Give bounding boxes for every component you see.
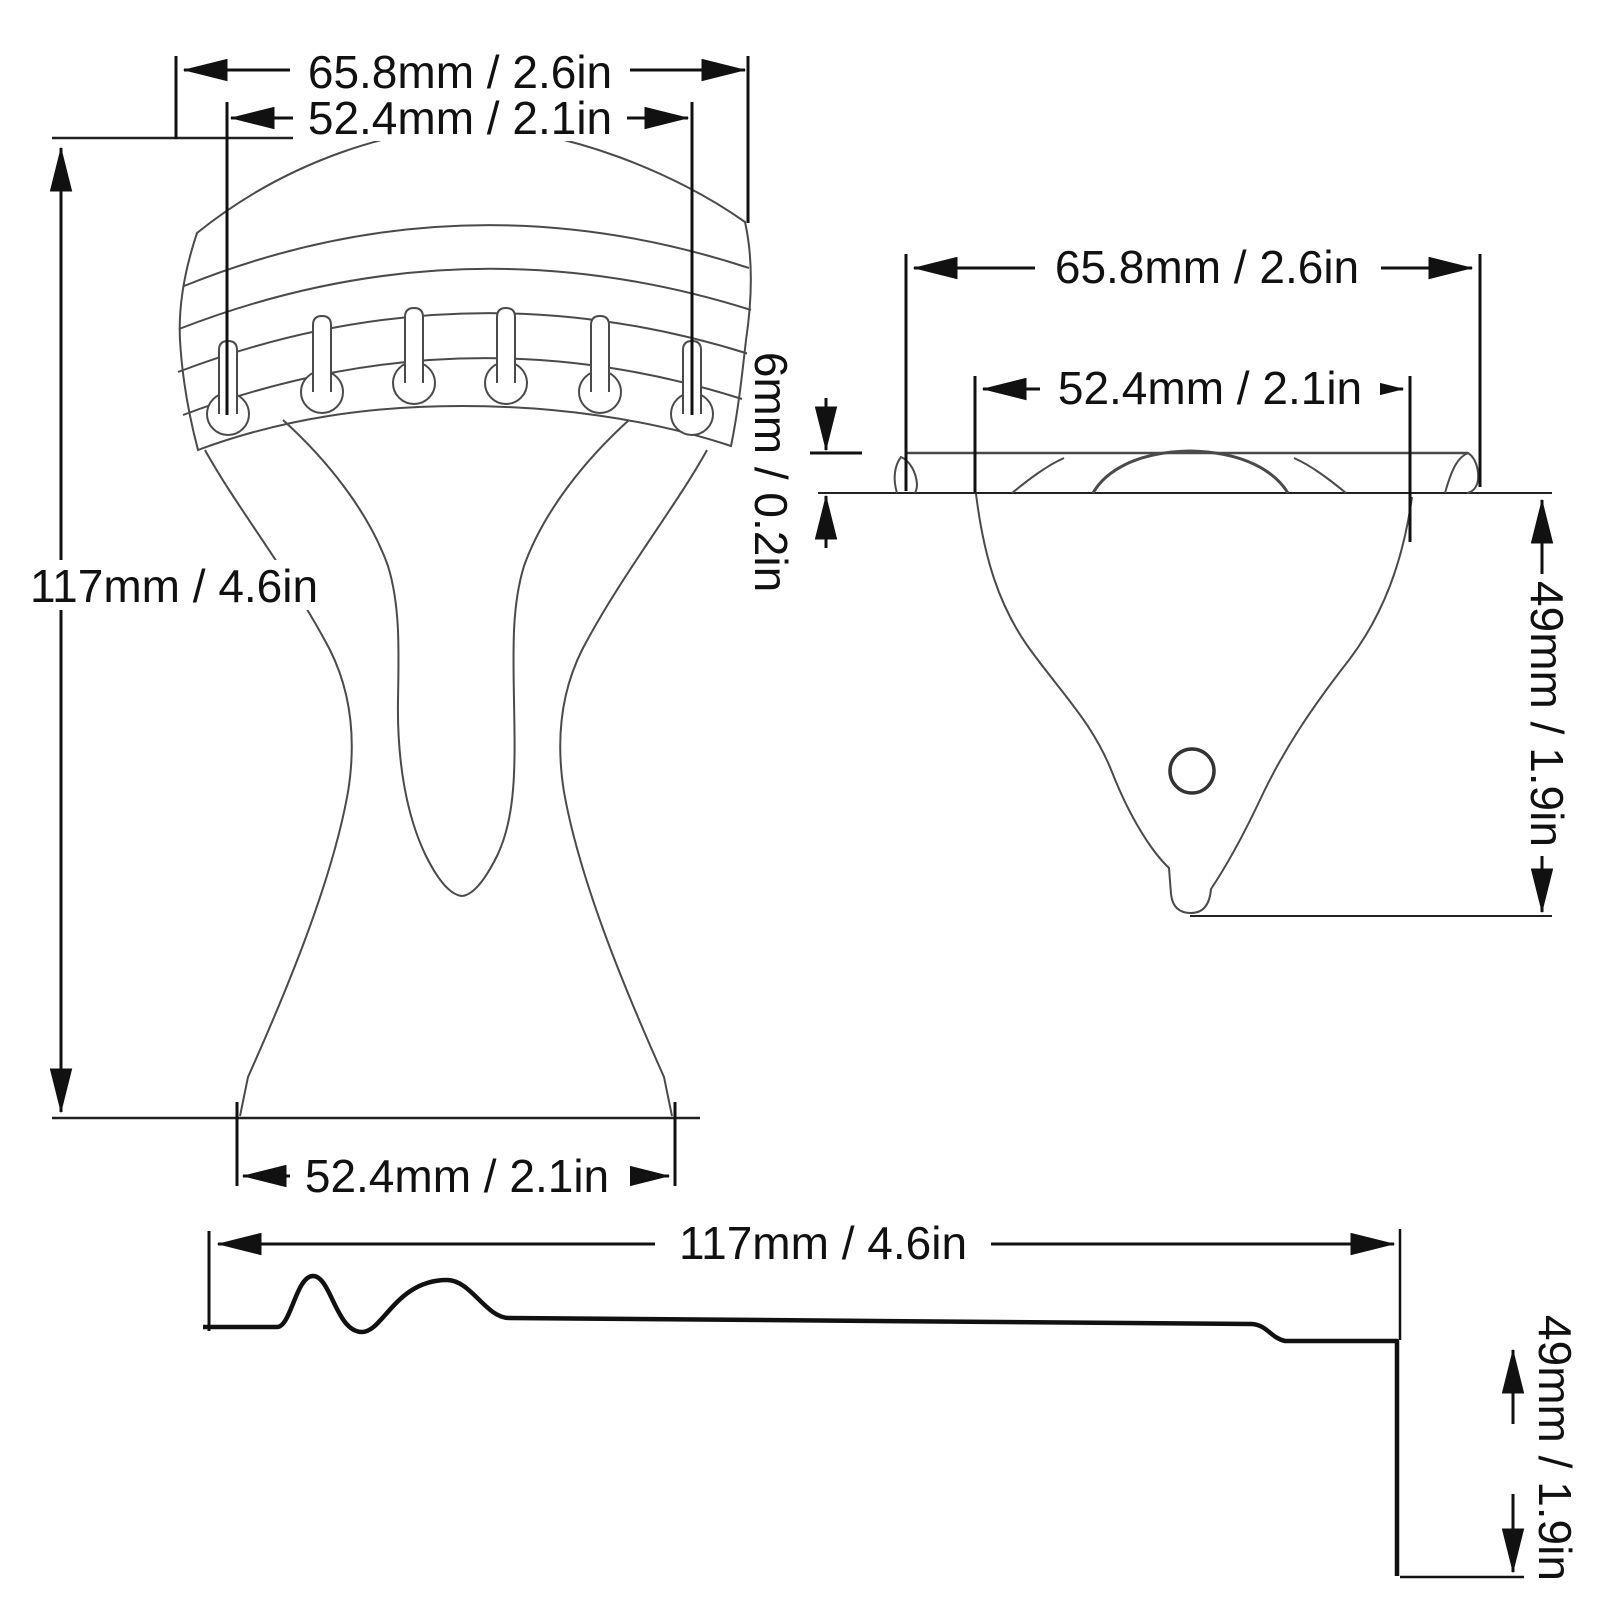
bracket-mount-hole — [1168, 747, 1216, 795]
plate-inner-flange-left — [1011, 457, 1065, 494]
front-head-outline — [178, 125, 752, 452]
side-profile-outline — [203, 1273, 1400, 1576]
side-drop-label-group: 49mm / 1.9in — [1529, 1308, 1581, 1588]
back-inner-width-label: 52.4mm / 2.1in — [1058, 362, 1362, 414]
back-drop-label: 49mm / 1.9in — [1521, 581, 1573, 847]
back-drop-label-group: 49mm / 1.9in — [1521, 574, 1573, 854]
front-height-label: 117mm / 4.6in — [30, 560, 318, 612]
back-thickness-label: 6mm / 0.2in — [745, 352, 797, 592]
back-thickness-label-group: 6mm / 0.2in — [745, 342, 797, 602]
front-base-width-label: 52.4mm / 2.1in — [305, 1150, 609, 1202]
keyhole-slot — [578, 314, 622, 414]
keyhole-slot — [300, 314, 344, 414]
front-outer-width-label: 65.8mm / 2.6in — [308, 46, 612, 98]
back-view: 65.8mm / 2.6in 52.4mm / 2.1in 6mm / 0.2i… — [745, 241, 1573, 917]
bracket-bell-outline — [975, 493, 1413, 915]
side-length-label: 117mm / 4.6in — [679, 1217, 967, 1269]
front-head-ridge-arc — [177, 312, 750, 373]
front-head-ridge-arc — [178, 267, 752, 330]
plate-right-curl — [1444, 451, 1480, 494]
front-body-right-edge — [559, 449, 708, 1117]
keyhole-slot — [484, 306, 528, 405]
front-body-left-edge — [204, 449, 353, 1117]
front-string-spread-label: 52.4mm / 2.1in — [308, 92, 612, 144]
front-head-ridge-arc — [182, 357, 743, 416]
keyhole-slot — [392, 306, 436, 405]
plate-inner-flange-right — [1293, 457, 1347, 494]
front-body-cutout — [282, 419, 630, 898]
string-keyholes — [206, 306, 714, 436]
plate-center-dome — [1091, 449, 1290, 494]
back-outer-width-label: 65.8mm / 2.6in — [1055, 241, 1359, 293]
front-view: 65.8mm / 2.6in 52.4mm / 2.1in 117mm / 4.… — [22, 46, 752, 1202]
side-drop-label: 49mm / 1.9in — [1529, 1315, 1581, 1581]
side-view: 117mm / 4.6in 49mm / 1.9in — [203, 1217, 1581, 1588]
front-head-ridge-arc — [183, 224, 750, 287]
plate-left-curl — [893, 455, 919, 494]
